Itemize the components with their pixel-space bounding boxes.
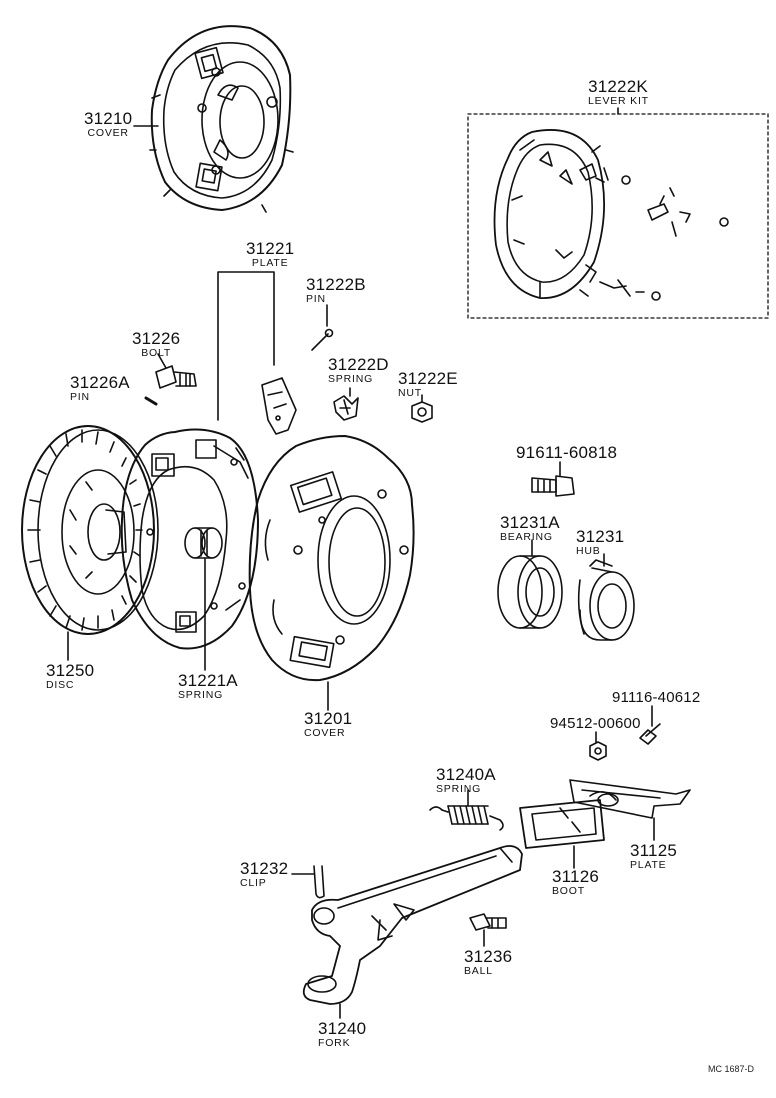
leader-31221 [217, 271, 275, 421]
clip-31232-drawing [313, 865, 325, 899]
part-31222D-label: 31222D SPRING [328, 356, 389, 385]
lever-kit-box [467, 107, 769, 319]
cover-31201-drawing [248, 435, 415, 682]
part-number: 91611-60818 [516, 443, 618, 462]
boot-31126-drawing [519, 799, 605, 849]
part-number: 91116-40612 [612, 689, 701, 706]
release-lever-drawing [261, 377, 297, 435]
disc-31250-drawing [21, 425, 159, 635]
bearing-31231A-drawing [497, 555, 563, 629]
washer-94512-drawing [589, 741, 607, 761]
part-number: 31126 [552, 867, 600, 886]
spring-31221A-drawing [184, 527, 223, 559]
part-number: 31222E [398, 369, 458, 388]
bolt-91611-drawing [531, 475, 575, 497]
part-number: 31222D [328, 355, 389, 374]
part-name: SPRING [178, 689, 224, 701]
part-name: PLATE [251, 257, 289, 269]
screw-91116-drawing [639, 723, 661, 745]
ball-31236-drawing [469, 913, 507, 931]
part-31222B-label: 31222B PIN [306, 276, 366, 305]
drawing-code: MC 1687-D [708, 1064, 755, 1074]
part-number: 31226A [70, 373, 130, 392]
part-name: COVER [304, 727, 346, 739]
pin-31226A-drawing [144, 396, 158, 406]
part-name: SPRING [436, 783, 482, 795]
part-number: 31231A [500, 513, 560, 532]
part-name: PIN [306, 293, 326, 305]
part-name: PLATE [630, 859, 667, 871]
part-number: 31221 [246, 239, 295, 258]
part-31250-label: 31250 DISC [46, 662, 94, 691]
part-number: 31236 [464, 947, 513, 966]
part-number: 31250 [46, 661, 95, 680]
nut-31222E-drawing [411, 401, 433, 423]
part-number: 31232 [240, 859, 289, 878]
part-number: 31210 [84, 109, 133, 128]
bolt-31226-drawing [155, 365, 197, 389]
part-name: BOOT [552, 885, 585, 897]
part-number: 31226 [132, 329, 181, 348]
part-number: 31222B [306, 275, 366, 294]
part-31201-label: 31201 COVER [304, 710, 352, 739]
part-31222E-label: 31222E NUT [398, 370, 458, 399]
part-31231A-label: 31231A BEARING [500, 514, 560, 543]
part-31210-label: 31210 COVER [84, 110, 132, 139]
part-number: 31240A [436, 765, 496, 784]
part-number: 94512-00600 [550, 715, 641, 732]
part-number: 31231 [576, 527, 625, 546]
part-number: 31201 [304, 709, 353, 728]
hub-31231-drawing [577, 559, 635, 641]
part-31231-label: 31231 HUB [576, 528, 624, 557]
part-31226-label: 31226 BOLT [132, 330, 180, 359]
part-number: 31221A [178, 671, 238, 690]
part-number: 31222K [588, 77, 648, 96]
part-31236-label: 31236 BALL [464, 948, 512, 977]
part-name: NUT [398, 387, 422, 399]
part-name: DISC [46, 679, 75, 691]
part-31126-label: 31126 BOOT [552, 868, 599, 897]
part-number: 31125 [630, 841, 678, 860]
spring-31222D-drawing [333, 395, 359, 421]
part-name: SPRING [328, 373, 374, 385]
part-name: BOLT [141, 347, 172, 359]
part-31125-label: 31125 PLATE [630, 842, 677, 871]
part-31226A-label: 31226A PIN [70, 374, 130, 403]
part-31232-label: 31232 CLIP [240, 860, 288, 889]
lever-kit-parts-drawing [493, 129, 729, 301]
spring-31240A-drawing [429, 805, 504, 831]
cover-31210-drawing [149, 25, 294, 213]
part-name: FORK [318, 1037, 351, 1049]
plate-31125-drawing [569, 779, 691, 819]
part-name: HUB [576, 545, 601, 557]
part-31240-label: 31240 FORK [318, 1020, 366, 1049]
part-name: LEVER KIT [588, 95, 649, 107]
pin-31222B-drawing [311, 328, 334, 351]
part-31221-label: 31221 PLATE [246, 240, 294, 269]
part-name: CLIP [240, 877, 267, 889]
part-31240A-label: 31240A SPRING [436, 766, 496, 795]
part-name: BEARING [500, 531, 553, 543]
part-number: 31240 [318, 1019, 367, 1038]
part-91611-label: 91611-60818 [516, 444, 617, 461]
part-91116-label: 91116-40612 [612, 690, 700, 705]
part-name: BALL [464, 965, 493, 977]
plate-31221-drawing [120, 428, 259, 650]
part-name: PIN [70, 391, 90, 403]
fork-31240-drawing [302, 845, 523, 1005]
part-name: COVER [87, 127, 129, 139]
part-94512-label: 94512-00600 [550, 716, 641, 731]
part-31222K-label: 31222K LEVER KIT [588, 78, 648, 107]
leader-31226 [157, 353, 167, 369]
part-31221A-label: 31221A SPRING [178, 672, 238, 701]
